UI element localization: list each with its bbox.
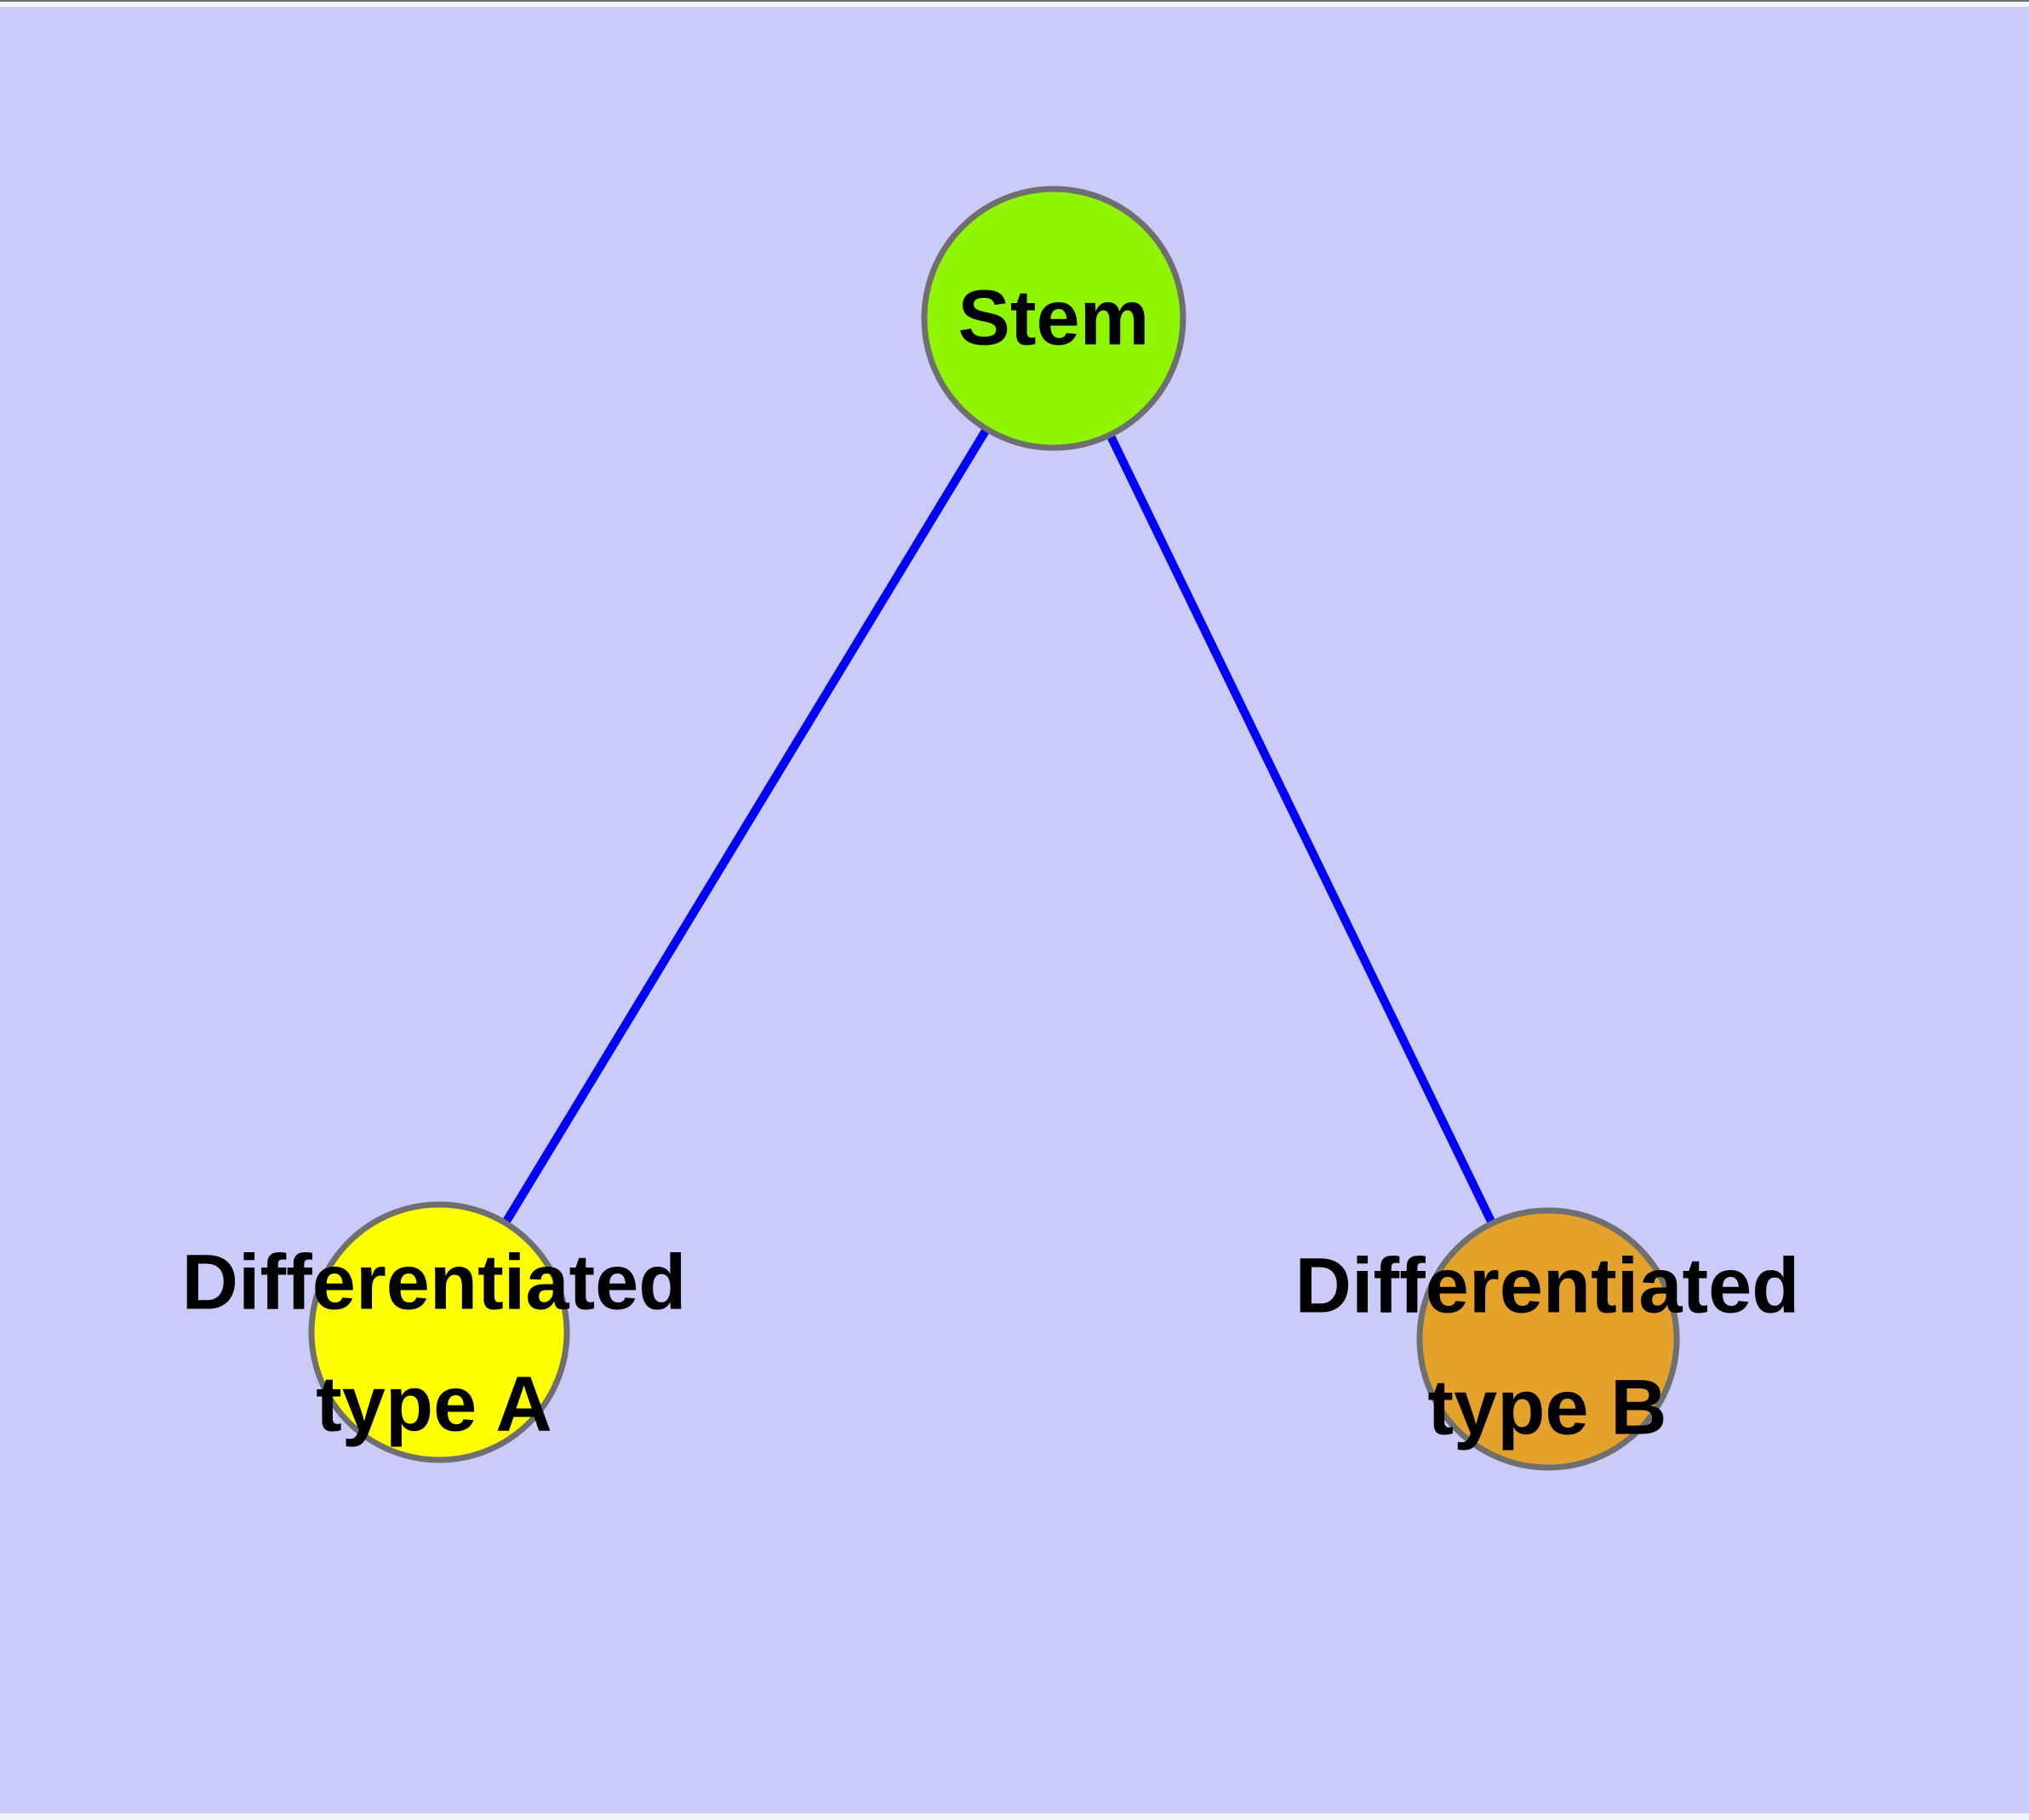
edge-stem-to-type-a [435, 316, 1058, 1335]
label-line: type B [1427, 1364, 1667, 1451]
node-label-stem: Stem [957, 274, 1150, 362]
plot-window-top-edge [0, 0, 2029, 7]
label-line: Differentiated [1295, 1242, 1800, 1330]
node-stem [921, 186, 1186, 451]
node-label-type-a: Differentiated type A [182, 1222, 687, 1464]
node-type-b [1416, 1207, 1680, 1471]
edge-stem-to-type-b [1049, 316, 1552, 1342]
node-label-type-b: Differentiated type B [1295, 1225, 1800, 1468]
label-line: Differentiated [181, 1239, 687, 1326]
plot-window-bottom-edge [0, 1813, 2029, 1820]
label-line: type A [316, 1360, 552, 1447]
node-type-a [308, 1201, 570, 1463]
